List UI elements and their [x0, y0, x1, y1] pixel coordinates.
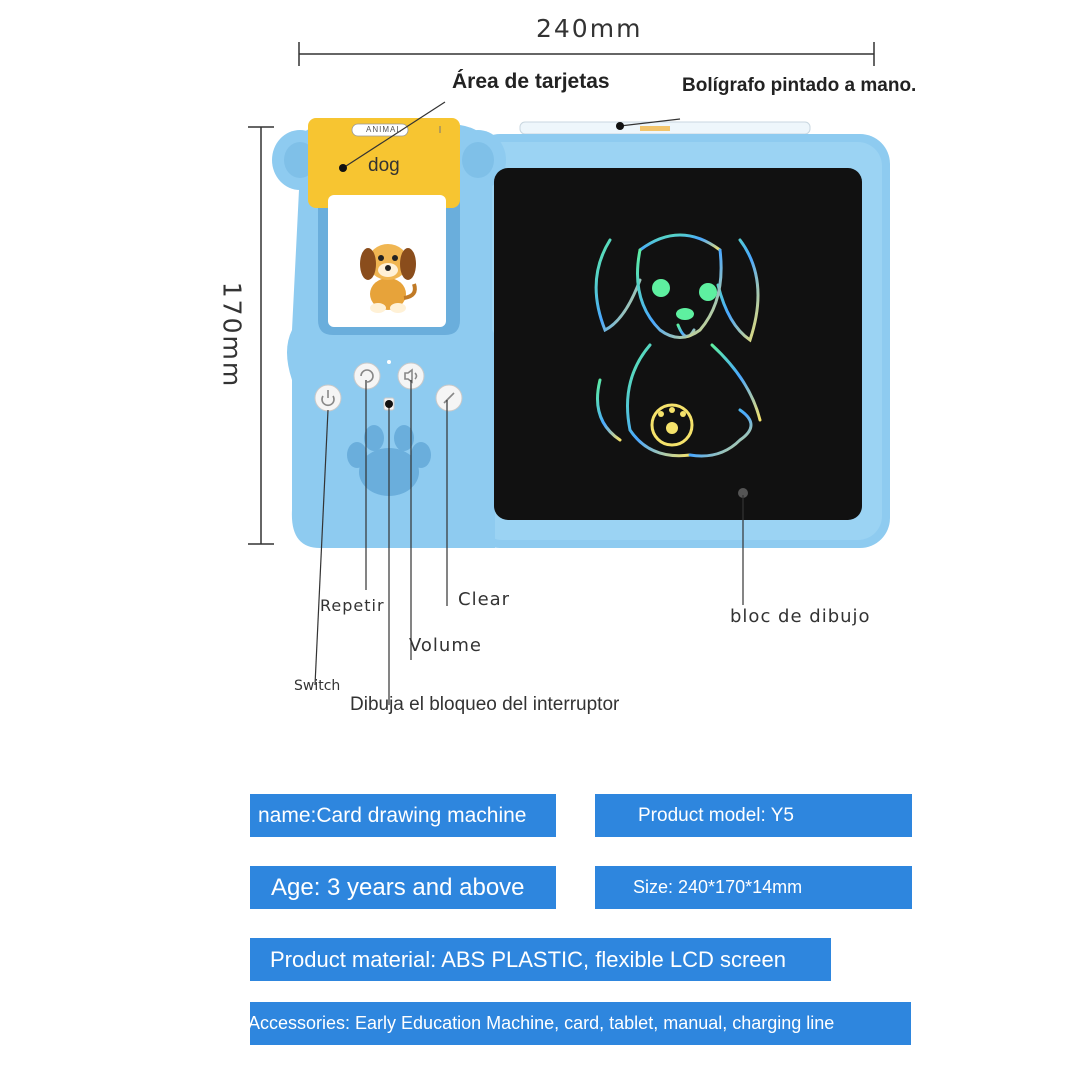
height-label: 170mm — [217, 281, 247, 389]
power-icon — [321, 390, 335, 407]
screen-clear-button — [738, 488, 748, 498]
width-label: 240mm — [536, 14, 643, 43]
volume-icon — [404, 368, 418, 384]
callout-dots — [339, 122, 624, 408]
width-dimension-line — [298, 42, 875, 66]
spec-model-text: Product model: Y5 — [638, 804, 794, 826]
spec-size: Size: 240*170*14mm — [595, 866, 912, 909]
spec-name-text: name:Card drawing machine — [258, 803, 527, 827]
spec-material-text: Product material: ABS PLASTIC, flexible … — [270, 946, 786, 972]
spec-accessories-text: Accessories: Early Education Machine, ca… — [250, 1013, 835, 1033]
spec-age-text: Age: 3 years and above — [271, 873, 525, 901]
spec-accessories: Accessories: Early Education Machine, ca… — [250, 1002, 911, 1045]
spec-model: Product model: Y5 — [595, 794, 912, 837]
clear-label: Clear — [458, 589, 511, 610]
card-category: ANIMAL — [366, 125, 402, 134]
switch-label: Switch — [294, 678, 341, 694]
repeat-label: Repetir — [320, 596, 385, 615]
glow-dog-drawing — [594, 233, 762, 458]
spec-name: name:Card drawing machine — [250, 794, 556, 837]
card-area-label: Área de tarjetas — [452, 70, 610, 93]
drawing-lock-label: Dibuja el bloqueo del interruptor — [350, 694, 620, 715]
card-word: dog — [368, 155, 400, 176]
repeat-icon — [360, 369, 374, 383]
drawing-screen — [494, 168, 862, 520]
drawing-pad-label: bloc de dibujo — [730, 606, 871, 627]
pen-label: Bolígrafo pintado a mano. — [682, 75, 917, 96]
spec-material: Product material: ABS PLASTIC, flexible … — [250, 938, 831, 981]
clear-icon — [443, 392, 455, 404]
volume-label: Volume — [409, 635, 482, 656]
height-dimension-line — [248, 126, 274, 545]
callout-lines — [314, 101, 744, 705]
spec-size-text: Size: 240*170*14mm — [633, 877, 803, 897]
dog-illustration — [360, 244, 417, 313]
spec-age: Age: 3 years and above — [250, 866, 556, 909]
